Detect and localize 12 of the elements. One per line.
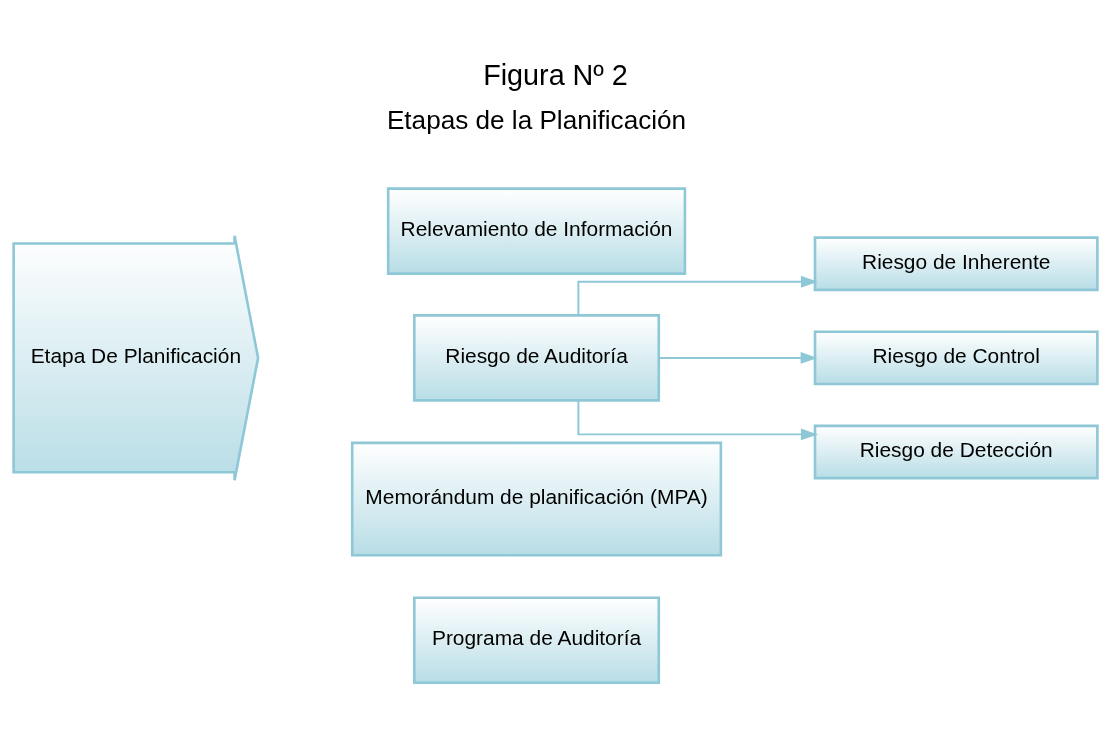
node-box: Programa de Auditoría (413, 596, 661, 685)
label: Etapas de la Planificación (386, 105, 687, 136)
diagram-title: Figura Nº 2 (483, 59, 628, 92)
arrow (658, 351, 818, 364)
node-box: Relevamiento de Información (386, 187, 687, 275)
node-box: Memorándum de planificación (MPA) (350, 441, 723, 557)
node-box: Riesgo de Control (813, 330, 1099, 386)
arrow (577, 275, 818, 317)
node-box: Riesgo de Inherente (813, 236, 1099, 292)
node-box: Riesgo de Detección (813, 424, 1099, 480)
node-box: Riesgo de Auditoría (413, 314, 661, 402)
arrow (577, 399, 818, 441)
